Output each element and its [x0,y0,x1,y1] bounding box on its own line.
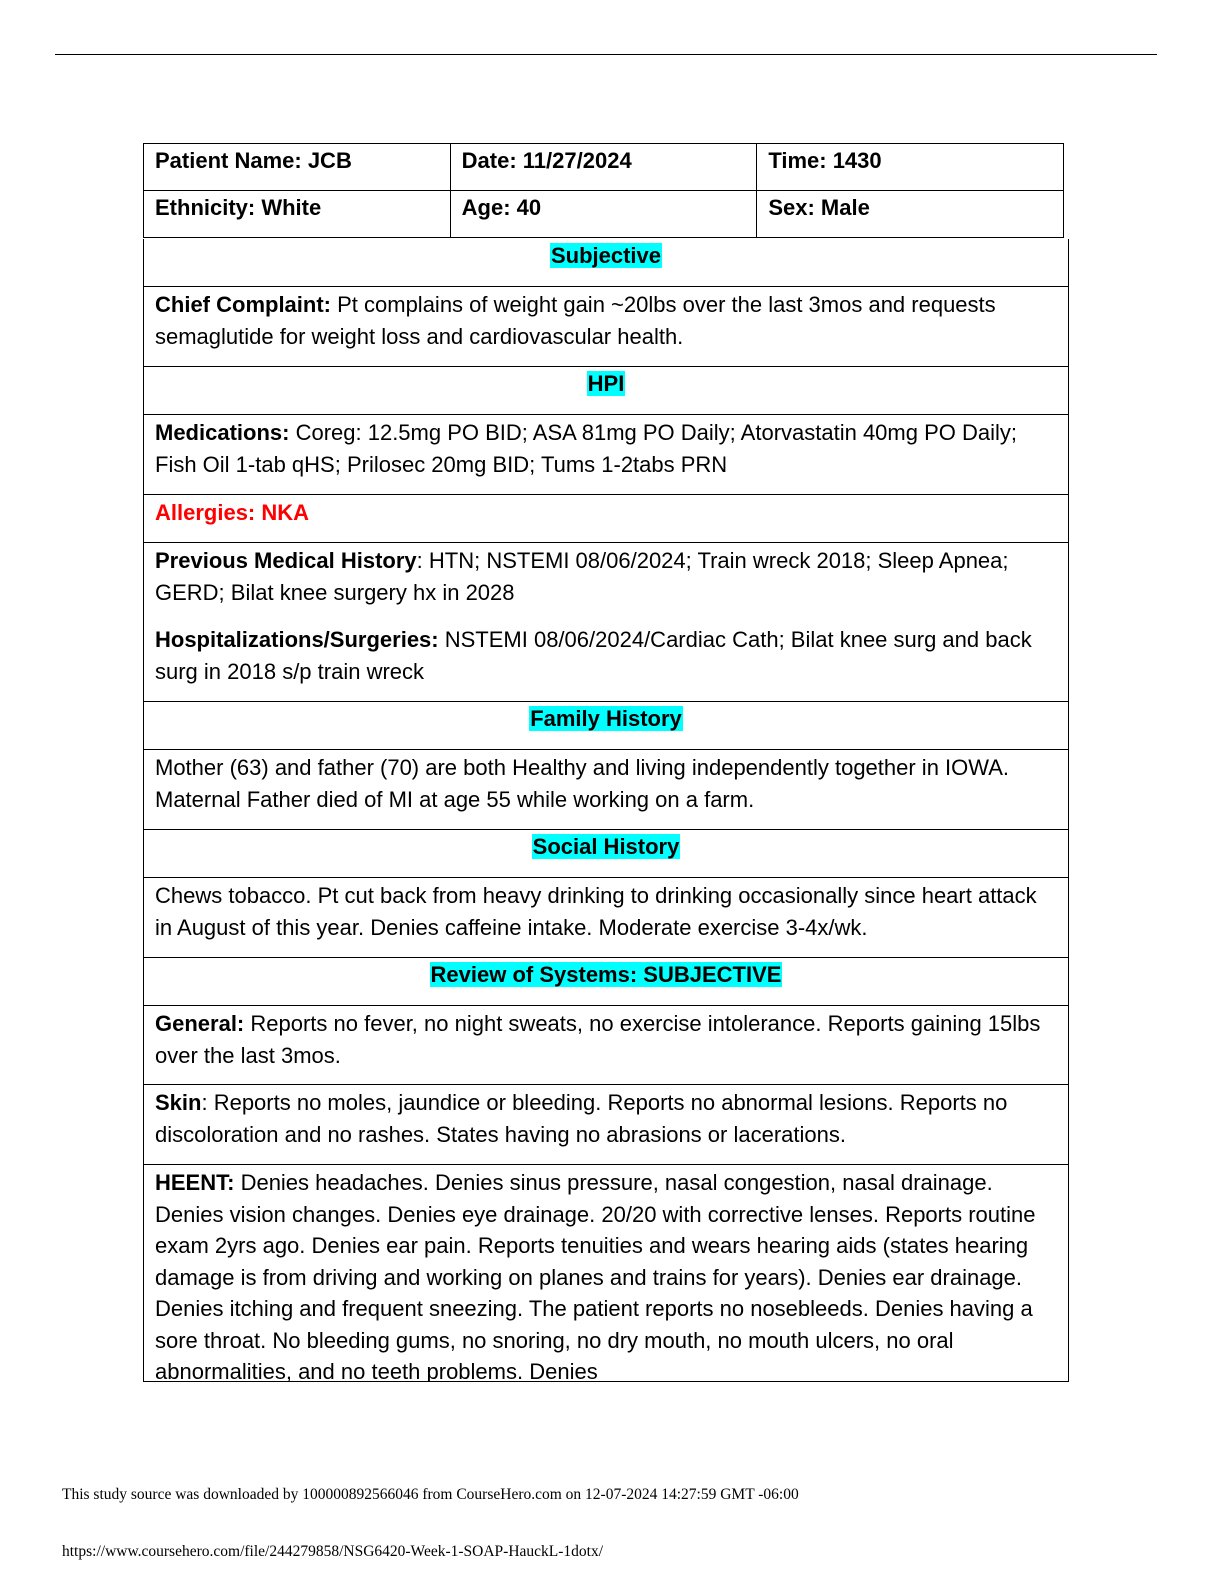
time-cell: Time: 1430 [756,143,1064,191]
patient-header-table: Patient Name: JCB Date: 11/27/2024 Time:… [143,143,1064,238]
source-url[interactable]: https://www.coursehero.com/file/24427985… [62,1543,604,1560]
header-row-2: Ethnicity: White Age: 40 Sex: Male [143,190,1064,238]
subjective-heading-text: Subjective [549,243,663,268]
chief-complaint-row: Chief Complaint: Pt complains of weight … [144,287,1068,367]
chief-complaint-label: Chief Complaint: [155,292,331,317]
ros-section-heading: Review of Systems: SUBJECTIVE [144,958,1068,1006]
medications-label: Medications: [155,420,290,445]
social-history-text: Chews tobacco. Pt cut back from heavy dr… [155,883,1037,940]
ros-skin-label: Skin [155,1090,202,1115]
pmh-text: : HTN; NSTEMI 08/06/2024; Train wreck 20… [155,548,1009,605]
medical-history-row: Previous Medical History: HTN; NSTEMI 08… [144,543,1068,702]
date-cell: Date: 11/27/2024 [449,143,758,191]
download-note: This study source was downloaded by 1000… [62,1486,799,1503]
ros-heading-text: Review of Systems: SUBJECTIVE [429,962,783,987]
social-history-section-heading: Social History [144,830,1068,878]
sex-cell: Sex: Male [756,190,1064,238]
pmh-label: Previous Medical History [155,548,417,573]
ethnicity-cell: Ethnicity: White [143,190,451,238]
family-history-text: Mother (63) and father (70) are both Hea… [155,755,1010,812]
hospitalizations-label: Hospitalizations/Surgeries: [155,627,439,652]
top-rule [55,54,1157,55]
ros-heent-label: HEENT: [155,1170,235,1195]
ros-heent-text: Denies headaches. Denies sinus pressure,… [155,1170,1036,1382]
subjective-section-heading: Subjective [144,239,1068,287]
ros-skin-row: Skin: Reports no moles, jaundice or blee… [144,1085,1068,1165]
ros-general-text: Reports no fever, no night sweats, no ex… [155,1011,1041,1068]
ros-general-row: General: Reports no fever, no night swea… [144,1006,1068,1085]
social-history-heading-text: Social History [531,834,681,859]
family-history-row: Mother (63) and father (70) are both Hea… [144,750,1068,830]
allergies-row: Allergies: NKA [144,495,1068,543]
hpi-section-heading: HPI [144,367,1068,415]
header-row-1: Patient Name: JCB Date: 11/27/2024 Time:… [143,143,1064,191]
hospitalizations-paragraph: Hospitalizations/Surgeries: NSTEMI 08/06… [155,624,1057,687]
ros-heent-row: HEENT: Denies headaches. Denies sinus pr… [144,1165,1068,1382]
hospitalizations-text: NSTEMI 08/06/2024/Cardiac Cath; Bilat kn… [155,627,1032,684]
hpi-heading-text: HPI [586,371,626,396]
family-history-section-heading: Family History [144,702,1068,750]
social-history-row: Chews tobacco. Pt cut back from heavy dr… [144,878,1068,958]
allergies-text: Allergies: NKA [155,500,310,525]
chief-complaint-text: Pt complains of weight gain ~20lbs over … [155,292,996,349]
soap-note-body: Subjective Chief Complaint: Pt complains… [143,239,1069,1382]
ros-skin-text: : Reports no moles, jaundice or bleeding… [155,1090,1008,1147]
family-history-heading-text: Family History [529,706,683,731]
pmh-paragraph: Previous Medical History: HTN; NSTEMI 08… [155,545,1057,608]
ros-general-label: General: [155,1011,245,1036]
medications-row: Medications: Coreg: 12.5mg PO BID; ASA 8… [144,415,1068,495]
patient-name-cell: Patient Name: JCB [143,143,451,191]
medications-text: Coreg: 12.5mg PO BID; ASA 81mg PO Daily;… [155,420,1018,477]
age-cell: Age: 40 [449,190,758,238]
